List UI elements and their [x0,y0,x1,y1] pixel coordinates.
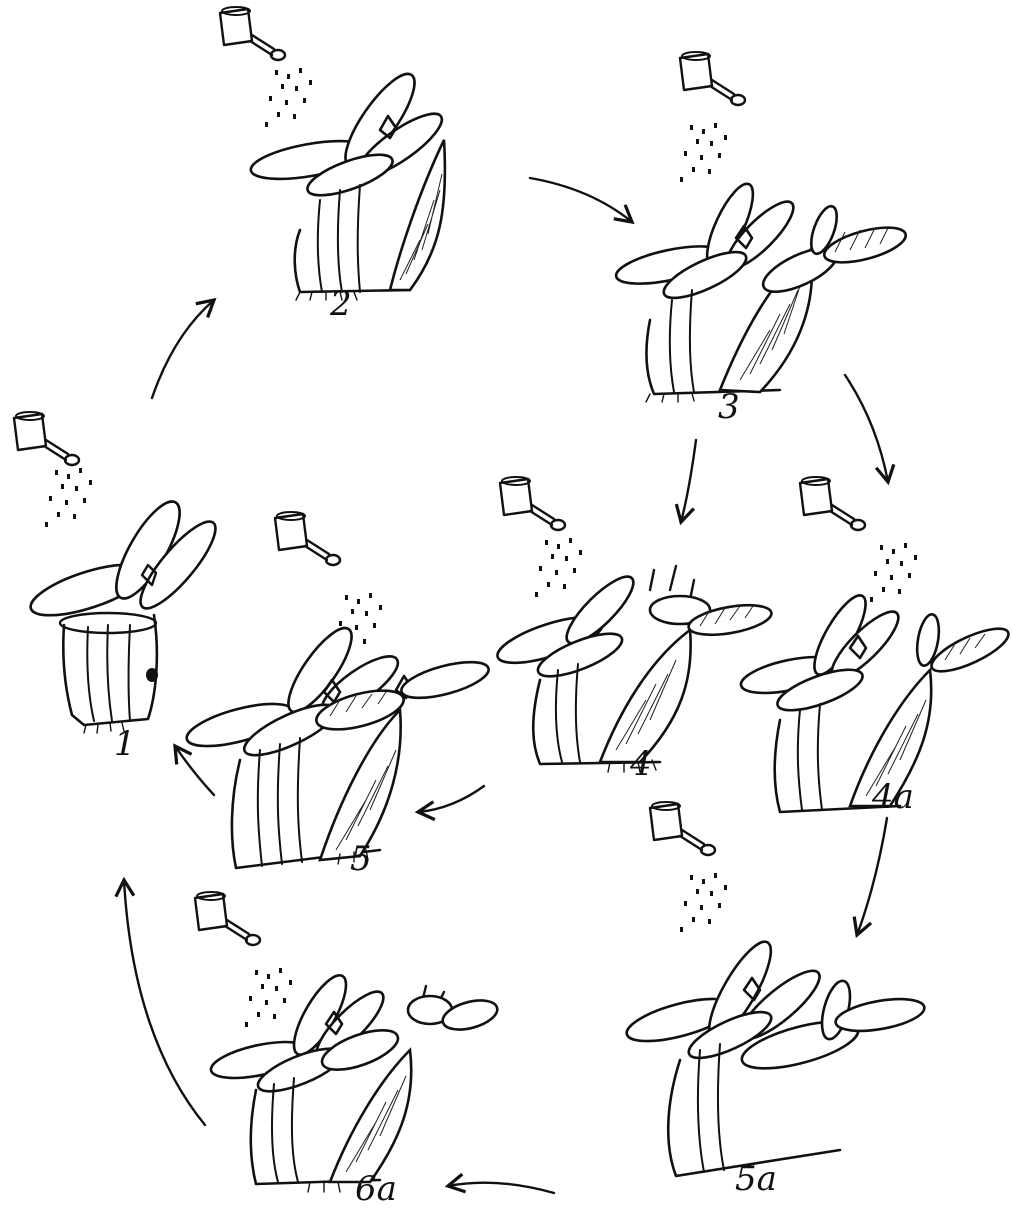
stage-label-5a: 5a [735,1159,777,1199]
watering-can-icon [648,800,717,857]
stage-label-3: 3 [718,387,740,427]
watering-can-icon [218,5,287,62]
stage-label-6a: 6a [355,1169,397,1209]
stage-1: 1 [12,410,217,764]
water-drops-icon [870,543,917,602]
watering-can-icon [12,410,81,467]
stage-6a: 6a [193,890,499,1209]
watering-can-icon [498,475,567,532]
watering-can-icon [678,50,747,107]
stage-4: 4 [496,475,773,784]
stage-label-4a: 4a [871,777,914,817]
water-drops-icon [245,968,292,1027]
stage-3: 3 [614,50,908,427]
stage-label-4: 4 [629,744,652,784]
stage-2: 2 [218,5,447,324]
water-drops-icon [45,468,92,527]
stage-label-2: 2 [329,284,352,324]
water-drops-icon [680,873,727,932]
watering-can-icon [193,890,262,947]
stage-label-1: 1 [114,724,136,764]
watering-can-icon [273,510,342,567]
water-drops-icon [265,68,312,127]
stage-4a: 4a [739,475,1010,817]
water-drops-icon [680,123,727,182]
stage-5: 5 [185,510,490,879]
stage-5a: 5a [625,800,926,1199]
water-drops-icon [535,538,582,597]
cycle-arrows [114,176,896,1195]
stage-label-5: 5 [350,839,372,879]
watering-can-icon [798,475,867,532]
